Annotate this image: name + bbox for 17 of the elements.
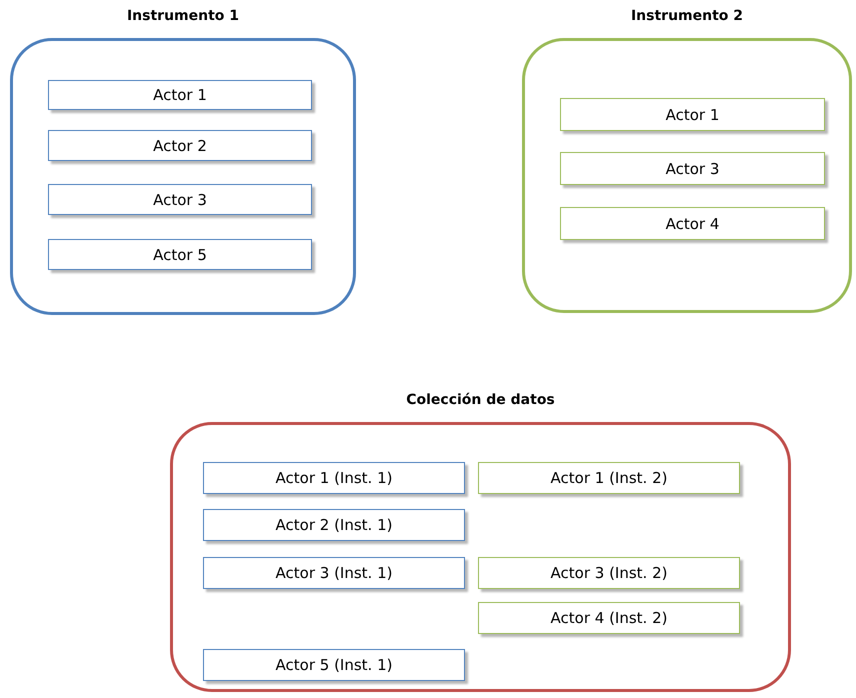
- group-title: Colección de datos: [405, 392, 556, 408]
- group-title: Instrumento 1: [126, 8, 240, 24]
- actor-box: Actor 1 (Inst. 2): [478, 462, 740, 494]
- actor-box: Actor 5: [48, 239, 312, 270]
- actor-box: Actor 3 (Inst. 1): [203, 557, 465, 589]
- actor-box: Actor 4: [560, 207, 825, 240]
- actor-box: Actor 3: [560, 152, 825, 185]
- group-title: Instrumento 2: [630, 8, 744, 24]
- actor-box: Actor 1 (Inst. 1): [203, 462, 465, 494]
- actor-box: Actor 4 (Inst. 2): [478, 602, 740, 634]
- actor-box: Actor 3: [48, 184, 312, 215]
- actor-box: Actor 3 (Inst. 2): [478, 557, 740, 589]
- actor-box: Actor 2 (Inst. 1): [203, 509, 465, 541]
- actor-box: Actor 2: [48, 130, 312, 161]
- actor-box: Actor 5 (Inst. 1): [203, 649, 465, 681]
- actor-box: Actor 1: [560, 98, 825, 131]
- actor-box: Actor 1: [48, 80, 312, 110]
